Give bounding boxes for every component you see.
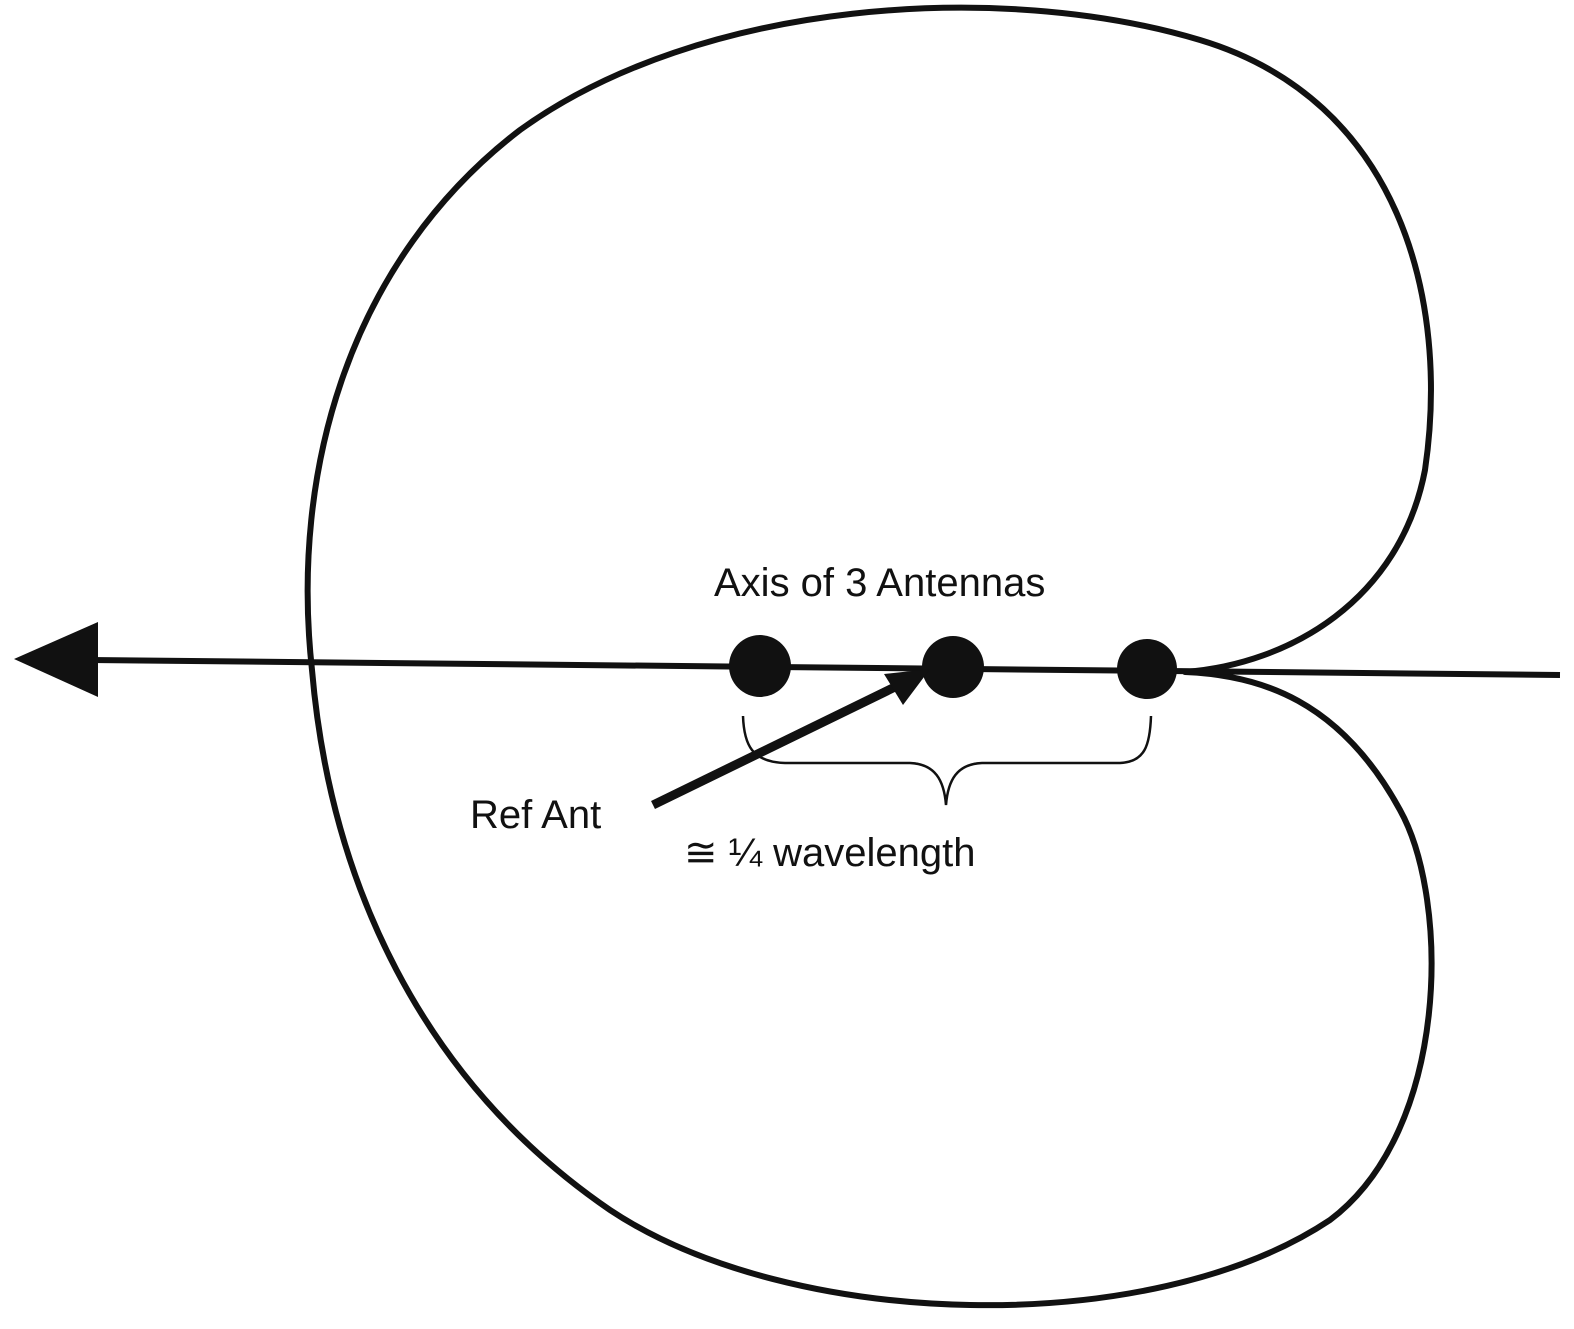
spacing-label: ≅ ¼ wavelength <box>684 831 975 875</box>
ref-ant-label: Ref Ant <box>470 793 601 837</box>
antenna-axis-line <box>89 657 1561 678</box>
ref-pointer-line <box>651 682 897 810</box>
antenna-dot-reference <box>922 636 984 698</box>
spacing-brace <box>741 715 1153 806</box>
antenna-dot-right <box>1117 639 1177 699</box>
cardioid-pattern <box>304 4 1435 1309</box>
antenna-dot-left <box>729 635 791 697</box>
axis-label: Axis of 3 Antennas <box>714 561 1045 605</box>
ref-pointer-arrowhead-icon <box>884 669 930 705</box>
axis-arrowhead-icon <box>14 622 98 697</box>
